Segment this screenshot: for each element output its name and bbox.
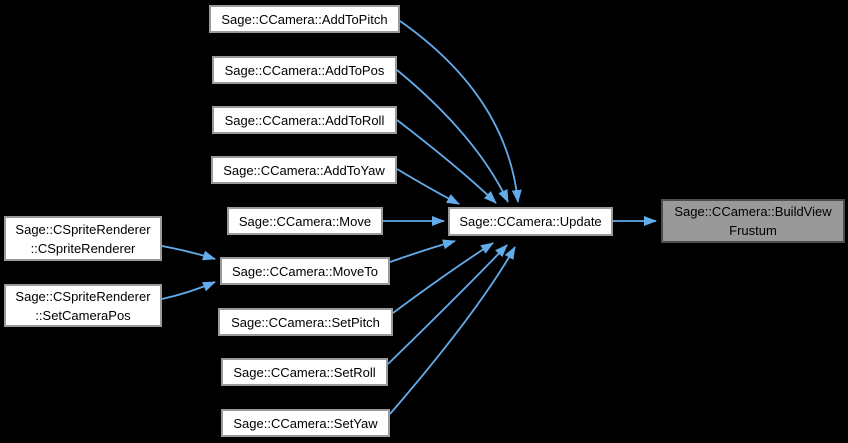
node-label: Sage::CCamera::AddToYaw (223, 162, 385, 178)
edge-spriterenderer-ctor-moveto (161, 245, 216, 261)
edge-addtopitch-update (399, 20, 522, 203)
node-label: Sage::CCamera::BuildView (674, 204, 832, 219)
node-build-view-frustum-current: Sage::CCamera::BuildView Frustum (661, 199, 845, 243)
node-set-pitch[interactable]: Sage::CCamera::SetPitch (218, 308, 393, 336)
node-label: Sage::CCamera::AddToPitch (221, 11, 388, 27)
node-label: Sage::CCamera::SetPitch (231, 314, 380, 330)
edge-addtoyaw-update (396, 168, 460, 205)
node-label: ::CSpriteRenderer (30, 240, 136, 256)
node-move-to[interactable]: Sage::CCamera::MoveTo (220, 257, 390, 285)
node-add-to-roll[interactable]: Sage::CCamera::AddToRoll (212, 106, 397, 134)
node-label: Sage::CCamera::SetYaw (233, 415, 378, 431)
node-label: Sage::CCamera::MoveTo (232, 263, 378, 279)
node-label: ::SetCameraPos (35, 307, 131, 323)
node-label: Frustum (729, 223, 777, 238)
edge-setcamerapos-moveto (161, 281, 216, 300)
edge-setyaw-update (389, 246, 516, 415)
node-update[interactable]: Sage::CCamera::Update (448, 207, 613, 236)
node-label: Sage::CCamera::Move (238, 213, 372, 229)
node-add-to-pitch[interactable]: Sage::CCamera::AddToPitch (209, 5, 400, 33)
node-label: Sage::CSpriteRenderer (15, 221, 151, 237)
edge-setpitch-update (392, 242, 494, 314)
node-add-to-yaw[interactable]: Sage::CCamera::AddToYaw (211, 156, 397, 184)
edge-addtoroll-update (396, 119, 497, 204)
node-label: Sage::CCamera::AddToRoll (224, 112, 385, 128)
node-label: Sage::CCamera::AddToPos (224, 62, 385, 78)
edge-setroll-update (387, 244, 508, 365)
node-label: Sage::CCamera::Update (459, 214, 602, 229)
node-csprite-renderer-ctor[interactable]: Sage::CSpriteRenderer ::CSpriteRenderer (4, 216, 162, 261)
node-add-to-pos[interactable]: Sage::CCamera::AddToPos (212, 56, 397, 84)
edge-moveto-update (389, 239, 456, 263)
node-label: Sage::CCamera::SetRoll (233, 364, 376, 380)
node-move[interactable]: Sage::CCamera::Move (227, 207, 383, 235)
node-set-yaw[interactable]: Sage::CCamera::SetYaw (221, 409, 390, 437)
node-label: Sage::CSpriteRenderer (15, 288, 151, 304)
node-set-roll[interactable]: Sage::CCamera::SetRoll (221, 358, 388, 386)
edge-addtopos-update (396, 69, 509, 203)
node-csprite-renderer-set-camera-pos[interactable]: Sage::CSpriteRenderer ::SetCameraPos (4, 284, 162, 327)
